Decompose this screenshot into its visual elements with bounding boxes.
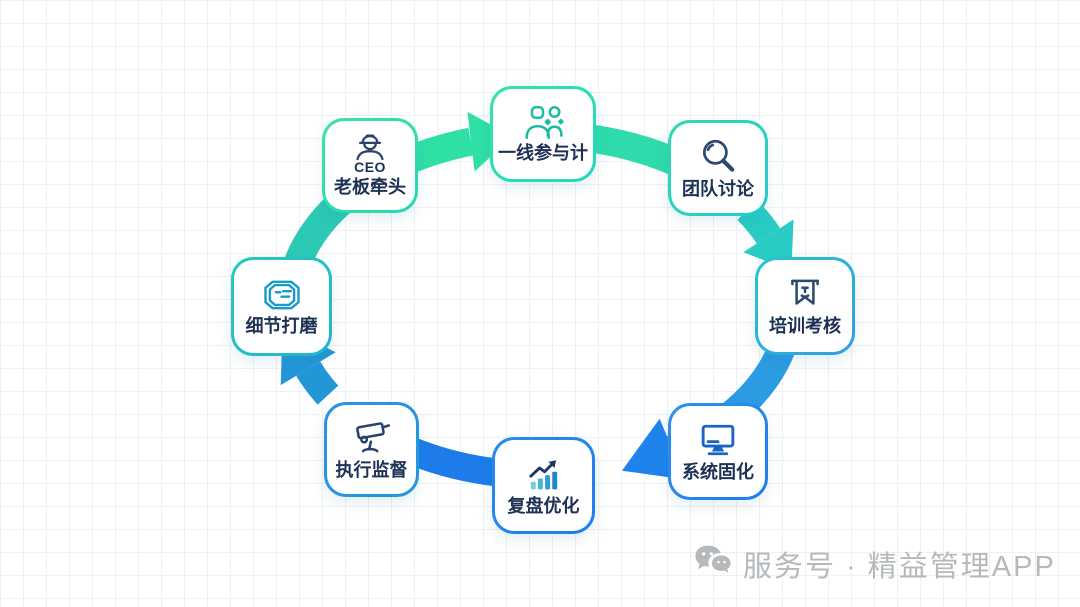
- arrowhead-boss-to-frontline: [467, 111, 513, 172]
- watermark: 服务号 · 精益管理APP: [693, 543, 1056, 585]
- node-review-label: 复盘优化: [507, 495, 580, 516]
- node-system-solidification: 系统固化: [668, 403, 768, 500]
- plaque-icon: [260, 276, 304, 314]
- node-execution-supervision: 执行监督: [324, 402, 419, 497]
- bar-chart-trend-icon: [522, 454, 566, 494]
- magnifier-icon: [697, 135, 739, 177]
- node-detail-label: 细节打磨: [245, 315, 318, 336]
- arrowhead-discussion-to-training: [743, 219, 794, 271]
- node-boss-label: 老板牵头: [334, 176, 406, 197]
- node-detail-polishing: 细节打磨: [231, 257, 332, 356]
- node-boss-sublabel: CEO: [354, 158, 386, 175]
- node-training-assessment: 培训考核: [755, 257, 855, 355]
- arrow-supervision-to-detail: [296, 361, 339, 405]
- node-supervision-label: 执行监督: [335, 459, 408, 480]
- ceo-person-icon: [351, 133, 389, 160]
- monitor-icon: [696, 420, 740, 460]
- node-review-optimization: 复盘优化: [492, 437, 595, 534]
- node-frontline-label: 一线参与计: [498, 143, 588, 164]
- node-discussion-label: 团队讨论: [682, 179, 754, 200]
- node-system-label: 系统固化: [682, 461, 754, 482]
- cctv-camera-icon: [351, 418, 393, 458]
- wechat-icon: [693, 544, 733, 585]
- node-team-discussion: 团队讨论: [668, 120, 768, 216]
- bookmark-icon: [784, 274, 826, 314]
- arrowhead-system-to-review: [621, 418, 686, 480]
- node-frontline-participation: 一线参与计: [490, 86, 596, 182]
- node-training-label: 培训考核: [769, 316, 841, 337]
- node-boss-lead: CEO 老板牵头: [322, 118, 418, 213]
- watermark-text: 服务号 · 精益管理APP: [743, 551, 1056, 583]
- people-icon: [522, 103, 564, 141]
